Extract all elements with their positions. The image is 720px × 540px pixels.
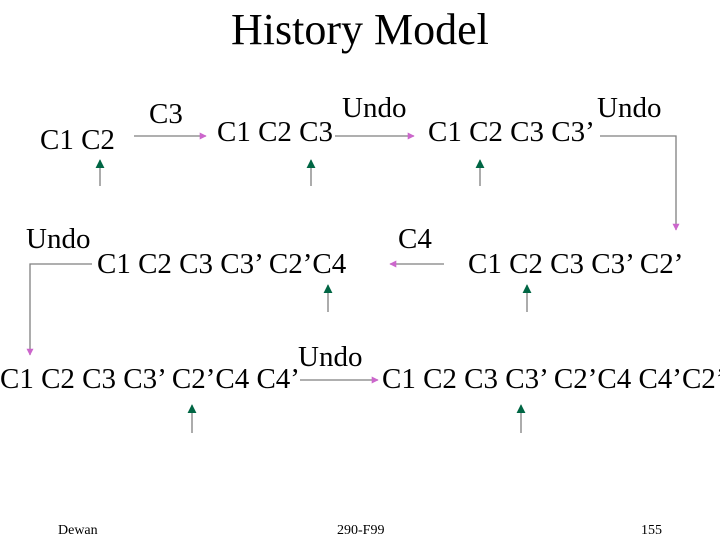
history-state-5: C1 C2 C3 C3’ C2’C4	[97, 248, 347, 280]
history-state-4: C1 C2 C3 C3’ C2’	[468, 248, 684, 280]
transition-arrow-undo-3	[26, 263, 92, 356]
footer-author: Dewan	[58, 523, 98, 538]
transition-arrow-undo-2	[600, 135, 680, 231]
history-state-6: C1 C2 C3 C3’ C2’C4 C4’	[0, 363, 300, 395]
footer-page-number: 155	[641, 523, 662, 538]
transition-label-undo-1: Undo	[342, 92, 407, 124]
history-state-2: C1 C2 C3	[217, 116, 334, 148]
transition-label-c4: C4	[398, 223, 432, 255]
transition-label-c3: C3	[149, 98, 183, 130]
history-state-7: C1 C2 C3 C3’ C2’C4 C4’C2’’	[382, 363, 720, 395]
transition-label-undo-4: Undo	[298, 341, 363, 373]
history-state-1: C1 C2	[40, 124, 115, 156]
history-state-3: C1 C2 C3 C3’	[428, 116, 595, 148]
footer-course: 290-F99	[337, 523, 385, 538]
transition-label-undo-2: Undo	[597, 92, 662, 124]
slide-title: History Model	[231, 5, 489, 54]
transition-label-undo-3: Undo	[26, 223, 91, 255]
